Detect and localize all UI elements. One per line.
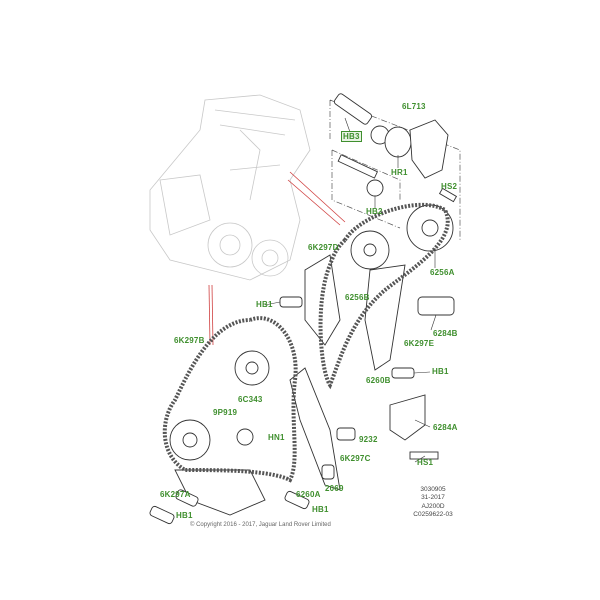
label-6K297C: 6K297C xyxy=(340,454,371,463)
label-6260A: 6260A xyxy=(296,490,321,499)
note-engine-code: AJ200D xyxy=(421,503,445,510)
label-6K297B: 6K297B xyxy=(174,336,205,345)
label-6260B: 6260B xyxy=(366,376,391,385)
label-HN1: HN1 xyxy=(268,433,285,442)
label-6L713: 6L713 xyxy=(402,102,426,111)
assembly-outlines xyxy=(329,99,461,240)
part-drawings xyxy=(149,93,458,525)
label-9232: 9232 xyxy=(359,435,378,444)
label-9P919: 9P919 xyxy=(213,408,238,417)
copyright-notice: © Copyright 2016 - 2017, Jaguar Land Rov… xyxy=(190,522,331,528)
note-reference: C0259622-03 xyxy=(413,511,453,518)
timing-chains xyxy=(162,202,450,483)
note-date: 31-2017 xyxy=(421,494,445,501)
label-HB1: HB1 xyxy=(256,300,273,309)
note-illustration-number: 3030905 xyxy=(420,486,446,493)
label-6K297D: 6K297D xyxy=(308,243,339,252)
label-6C343: 6C343 xyxy=(238,395,263,404)
label-HS1: HS1 xyxy=(417,458,434,467)
label-HB1: HB1 xyxy=(176,511,193,520)
label-HR1: HR1 xyxy=(391,168,408,177)
label-leaders xyxy=(264,117,437,463)
engine-ghost-drawing xyxy=(149,94,311,281)
label-HB3: HB3 xyxy=(341,131,362,142)
label-6284B: 6284B xyxy=(433,329,458,338)
label-HB1: HB1 xyxy=(312,505,329,514)
label-2069: 2069 xyxy=(325,484,344,493)
label-HB2: HB2 xyxy=(366,207,383,216)
label-6K297A: 6K297A xyxy=(160,490,191,499)
reference-leaders xyxy=(208,171,346,346)
label-6284A: 6284A xyxy=(433,423,458,432)
label-6K297E: 6K297E xyxy=(404,339,435,348)
label-6256B: 6256B xyxy=(345,293,370,302)
label-HB1: HB1 xyxy=(432,367,449,376)
label-HS2: HS2 xyxy=(441,182,458,191)
label-6256A: 6256A xyxy=(430,268,455,277)
